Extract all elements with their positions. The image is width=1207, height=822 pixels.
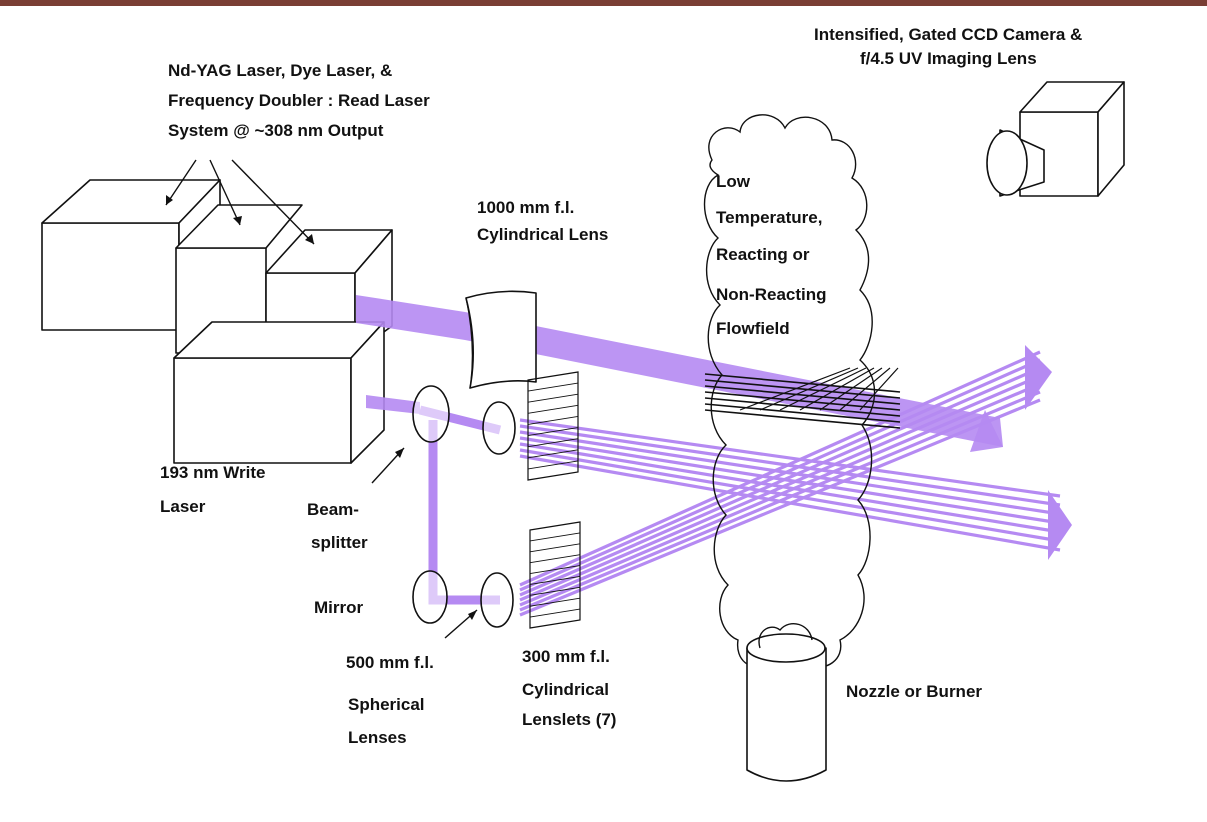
beam-arrow-upper [1048, 490, 1072, 560]
label-spherical-lenses: 500 mm f.l. Spherical Lenses [346, 653, 439, 747]
laser-beams [356, 295, 1072, 617]
lenslet-line [527, 449, 579, 459]
label-cylindrical-lens: 1000 mm f.l. Cylindrical Lens [477, 198, 608, 244]
grid-line-h [704, 403, 901, 423]
lenslet-line [529, 597, 581, 607]
lenslet-line [529, 608, 581, 618]
write-beam-lower [519, 350, 1041, 587]
grid-line-d [859, 367, 899, 411]
grid-line-d [759, 367, 859, 411]
write-beam-lower [519, 398, 1041, 617]
lenslet-line [529, 532, 581, 542]
label-flowfield: Low Temperature, Reacting or Non-Reactin… [716, 172, 831, 338]
label-mirror: Mirror [314, 598, 364, 617]
lenslet-line [527, 404, 579, 414]
write-beam-lower [519, 390, 1041, 612]
write-beam-upper [519, 430, 1061, 516]
lenslet-line [529, 543, 581, 553]
write-beam-lower [519, 366, 1041, 597]
label-write-laser: 193 nm Write Laser [160, 463, 270, 516]
nozzle-top [746, 633, 826, 663]
grid-line-d [799, 367, 875, 411]
ccd-camera [986, 81, 1125, 197]
write-beam-upper [519, 442, 1061, 534]
label-lenslets: 300 mm f.l. Cylindrical Lenslets (7) [522, 647, 616, 729]
lenslet-line [527, 416, 579, 425]
grid-line-d [839, 367, 891, 411]
lenslet-line [527, 427, 579, 436]
label-read-laser: Nd-YAG Laser, Dye Laser, & Frequency Dou… [168, 61, 434, 140]
grid-line-h [704, 409, 901, 429]
optics [412, 290, 581, 629]
lenslet-line [529, 554, 581, 564]
lenslet-line [529, 576, 581, 585]
write-beam-upper [519, 436, 1061, 525]
lenslet-line [529, 586, 581, 596]
flowfield-cloud [703, 114, 876, 677]
write-laser-box [173, 357, 352, 464]
pointer-lines [165, 159, 478, 639]
nd-yag-laser-box [41, 222, 180, 331]
write-laser-beam [366, 395, 420, 414]
lenslet-line [527, 438, 579, 448]
write-beam-lower [519, 374, 1041, 602]
lower-write-beams [519, 345, 1052, 617]
write-beam-upper [519, 418, 1061, 498]
grid-line-h [704, 379, 901, 399]
lenslet-array-lower [529, 521, 581, 629]
grid-line-d [739, 367, 851, 411]
grid-line-h [704, 391, 901, 411]
mirror [412, 570, 448, 624]
grid-line-h [704, 373, 901, 393]
label-camera: Intensified, Gated CCD Camera & f/4.5 UV… [814, 25, 1087, 68]
tagged-grid [704, 367, 901, 429]
nozzle-body [746, 647, 827, 782]
beamsplitter [412, 385, 450, 443]
top-accent-bar [0, 0, 1207, 6]
lenslet-line [527, 393, 579, 403]
cylindrical-lens-1000mm [465, 290, 537, 389]
grid-line-h [704, 397, 901, 417]
read-laser-beam [356, 295, 1003, 447]
lenslet-line [527, 382, 579, 392]
spherical-lens-upper [482, 401, 516, 455]
lenslet-line [527, 460, 579, 470]
labels: Nd-YAG Laser, Dye Laser, & Frequency Dou… [160, 25, 1087, 747]
grid-line-d [779, 367, 867, 411]
imaging-lens [986, 130, 1028, 196]
write-beam-lower [519, 358, 1041, 592]
write-laser [173, 321, 385, 464]
nozzle-or-burner [746, 622, 827, 782]
spherical-lens-lower [480, 572, 514, 628]
lenslet-line [529, 565, 581, 574]
write-beam-lower [519, 382, 1041, 607]
lenslet-array-upper [527, 371, 579, 481]
beam-arrow-lower [1025, 345, 1052, 410]
label-nozzle: Nozzle or Burner [846, 682, 982, 701]
grid-line-d [819, 367, 883, 411]
label-beamsplitter: Beam- splitter [307, 500, 368, 552]
